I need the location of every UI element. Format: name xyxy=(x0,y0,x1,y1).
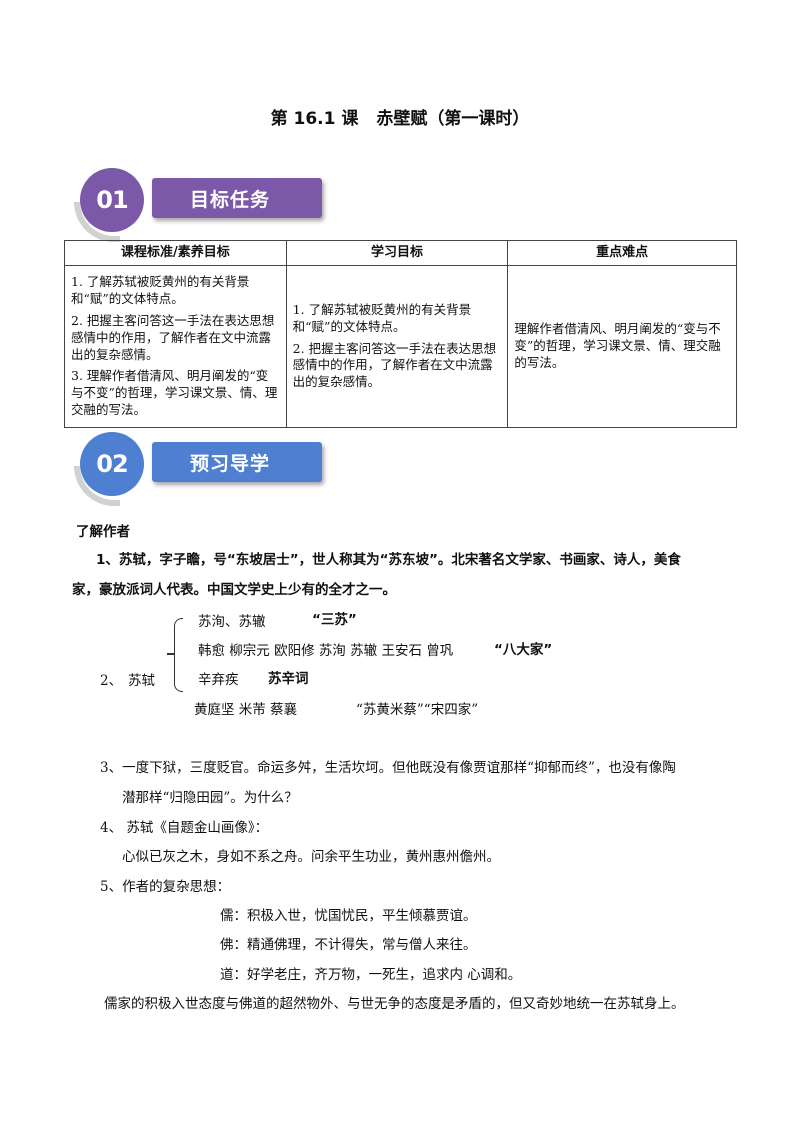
goal-item: 1. 了解苏轼被贬黄州的有关背景和“赋”的文体特点。 xyxy=(292,301,472,334)
thought-taoist: 道：好学老庄，齐万物，一死生，追求内 心调和。 xyxy=(220,967,522,983)
paragraph-3-line-2: 潜那样“归隐田园”。为什么？ xyxy=(122,790,298,806)
relationship-subject: 苏轼 xyxy=(128,673,155,689)
section-number-badge: 01 xyxy=(74,168,144,242)
thought-confucian: 儒：积极入世，忧国忧民，平生倾慕贾谊。 xyxy=(220,908,477,924)
table-cell-learning-goals: 1. 了解苏轼被贬黄州的有关背景和“赋”的文体特点。 2. 把握主客问答这一手法… xyxy=(285,265,509,428)
paragraph-6: 儒家的积极入世态度与佛道的超然物外、与世无争的态度是矛盾的，但又奇妙地统一在苏轼… xyxy=(104,996,685,1012)
relationship-row-3-names: 辛弃疾 xyxy=(198,672,239,688)
content-heading: 了解作者 xyxy=(76,524,130,540)
lesson-number: 第 16.1 课 xyxy=(270,109,359,129)
page-title: 第 16.1 课赤壁赋（第一课时） xyxy=(0,104,800,129)
goal-item: 2. 把握主客问答这一手法在表达思想感情中的作用，了解作者在文中流露出的复杂感情… xyxy=(292,340,497,390)
goal-item: 理解作者借清风、明月阐发的“变与不变”的哲理，学习课文景、情、理交融的写法。 xyxy=(514,321,721,370)
paragraph-3-line-1: 3、一度下狱，三度贬官。命运多舛，生活坎坷。但他既没有像贾谊那样“抑郁而终”，也… xyxy=(100,760,676,776)
relationship-row-3-tag: 苏辛词 xyxy=(268,671,309,687)
paragraph-1-line-1: 1、苏轼，字子瞻，号“东坡居士”，世人称其为“苏东坡”。北宋著名文学家、书画家、… xyxy=(96,552,681,568)
goal-item: 1. 了解苏轼被贬黄州的有关背景和“赋”的文体特点。 xyxy=(71,274,250,306)
section-banner-goals: 01 目标任务 xyxy=(74,168,340,242)
paragraph-4-line-1: 4、 苏轼《自题金山画像》： xyxy=(100,820,269,836)
section-label: 预习导学 xyxy=(152,442,322,482)
table-cell-standard: 1. 了解苏轼被贬黄州的有关背景和“赋”的文体特点。 2. 把握主客问答这一手法… xyxy=(64,265,287,428)
goal-item: 3. 理解作者借清风、明月阐发的“变与不变”的哲理，学习课文景、情、理交融的写法… xyxy=(71,368,278,418)
section-number-badge: 02 xyxy=(74,432,144,506)
paragraph-4-line-2: 心似已灰之木，身如不系之舟。问余平生功业，黄州惠州儋州。 xyxy=(122,849,500,865)
goals-table: 课程标准/素养目标 学习目标 重点难点 1. 了解苏轼被贬黄州的有关背景和“赋”… xyxy=(64,240,737,428)
goal-item: 2. 把握主客问答这一手法在表达思想感情中的作用，了解作者在文中流露出的复杂感情… xyxy=(71,312,275,362)
relationship-row-4-names: 黄庭坚 米芾 蔡襄 xyxy=(194,702,298,718)
relationship-row-4-tag: “苏黄米蔡”“宋四家” xyxy=(356,702,479,718)
relationship-row-2-tag: “八大家” xyxy=(494,642,553,658)
section-label: 目标任务 xyxy=(152,178,322,218)
table-cell-key-points: 理解作者借清风、明月阐发的“变与不变”的哲理，学习课文景、情、理交融的写法。 xyxy=(507,265,737,428)
relationship-row-1-tag: “三苏” xyxy=(312,612,357,628)
table-header-row: 课程标准/素养目标 学习目标 重点难点 xyxy=(64,240,737,266)
table-header-learning-goals: 学习目标 xyxy=(285,240,509,266)
relationship-brace xyxy=(167,618,183,692)
paragraph-1-line-2: 家，豪放派词人代表。中国文学史上少有的全才之一。 xyxy=(72,582,396,598)
table-header-standard: 课程标准/素养目标 xyxy=(64,240,287,266)
thought-buddhist: 佛：精通佛理，不计得失，常与僧人来往。 xyxy=(220,937,477,953)
paragraph-5-heading: 5、作者的复杂思想： xyxy=(100,879,231,895)
table-row: 1. 了解苏轼被贬黄州的有关背景和“赋”的文体特点。 2. 把握主客问答这一手法… xyxy=(64,265,737,428)
relationship-number: 2、 xyxy=(100,673,123,689)
lesson-name: 赤壁赋（第一课时） xyxy=(376,109,530,129)
table-header-key-points: 重点难点 xyxy=(507,240,737,266)
relationship-row-1-names: 苏洵、苏辙 xyxy=(198,614,266,630)
section-banner-preview: 02 预习导学 xyxy=(74,432,340,506)
relationship-row-2-names: 韩愈 柳宗元 欧阳修 苏洵 苏辙 王安石 曾巩 xyxy=(198,643,454,659)
